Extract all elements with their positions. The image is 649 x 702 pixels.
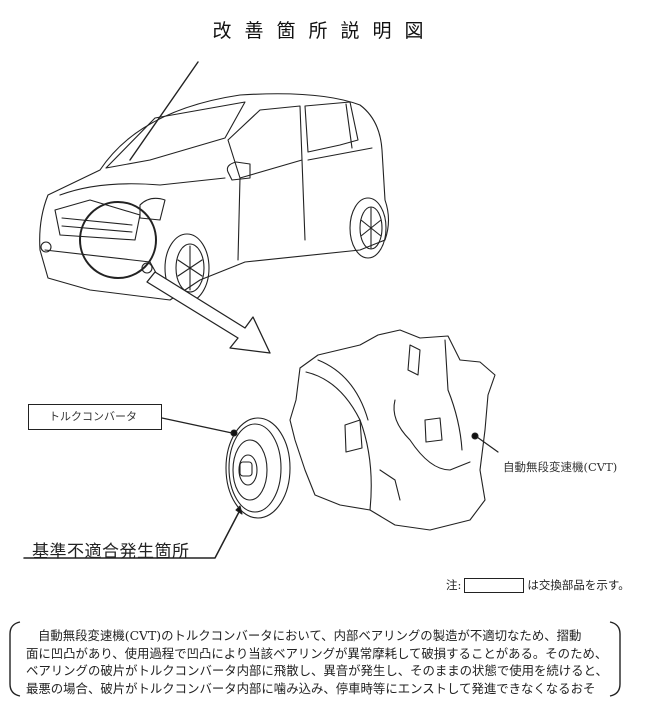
torque-converter-label: トルクコンバータ xyxy=(28,404,162,430)
description-text: 自動無段変速機(CVT)のトルクコンバータにおいて、内部ベアリングの製造が不適切… xyxy=(26,627,616,697)
description-line: 自動無段変速機(CVT)のトルクコンバータにおいて、内部ベアリングの製造が不適切… xyxy=(38,628,582,643)
note-prefix: 注: xyxy=(446,578,462,592)
replacement-part-swatch xyxy=(464,577,525,593)
defect-location-label: 基準不適合発生箇所 xyxy=(32,542,190,562)
torque-converter-illustration xyxy=(161,417,291,519)
description-line: 最悪の場合、破片がトルクコンバータ内部に噛み込み、停車時等にエンストして発進でき… xyxy=(26,680,596,696)
arrow-icon xyxy=(146,271,271,354)
cvt-transmission-illustration xyxy=(289,329,499,531)
description-line: 面に凹凸があり、使用過程で凹凸により当該ベアリングが異常摩耗して破損することがあ… xyxy=(26,645,608,661)
page-title: 改善箇所説明図 xyxy=(212,20,437,42)
description-line: ベアリングの破片がトルクコンバータ内部に飛散し、異音が発生し、そのままの状態で使… xyxy=(26,663,608,678)
cvt-label: 自動無段変速機(CVT) xyxy=(503,460,618,474)
legend-note: 注: は交換部品を示す。 xyxy=(446,577,630,593)
note-suffix: は交換部品を示す。 xyxy=(527,578,630,592)
